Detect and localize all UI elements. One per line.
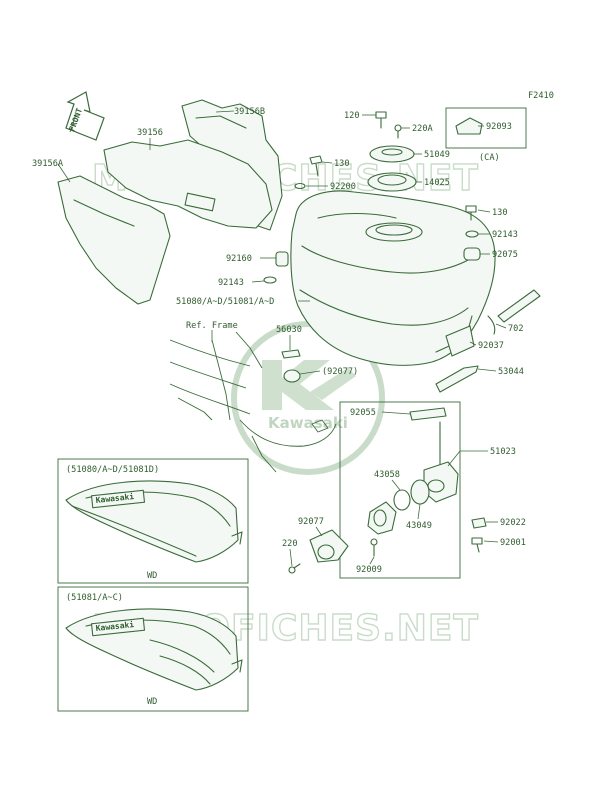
label-92009: 92009: [356, 565, 382, 575]
inset2-title: (51081/A~C): [66, 593, 123, 603]
screw-92009: [370, 538, 378, 557]
label-220: 220: [282, 539, 298, 549]
label-92055: 92055: [350, 408, 376, 418]
label-39156A: 39156A: [32, 159, 64, 169]
bolt-92001: [471, 537, 483, 553]
label-51080: 51080/A~D/51081/A~D: [176, 297, 274, 307]
bolt-130-right: [465, 205, 477, 221]
label-220A: 220A: [412, 124, 434, 134]
inset2-caption: WD: [147, 697, 157, 707]
inset1-logo: Kawasaki: [95, 491, 135, 505]
bracket-53044: [435, 365, 479, 393]
label-92075: 92075: [492, 250, 518, 260]
screw-220A: [394, 124, 402, 139]
inset2-logo: Kawasaki: [95, 619, 135, 633]
label-92001: 92001: [500, 538, 526, 548]
gasket-92055: [409, 407, 447, 421]
inset-box-1: (51080/A~D/51081D) Kawasaki WD: [57, 458, 249, 584]
label-51049: 51049: [424, 150, 450, 160]
label-51023: 51023: [490, 447, 516, 457]
label-92093: 92093: [486, 122, 512, 132]
cap-92093: [455, 117, 483, 135]
inset-box-2: (51081/A~C) Kawasaki WD: [57, 586, 249, 712]
label-92077: 92077: [298, 517, 324, 527]
damper-92075: [463, 247, 481, 261]
label-53044: 53044: [498, 367, 524, 377]
inset1-caption: WD: [147, 571, 157, 581]
label-39156: 39156: [137, 128, 163, 138]
ca-box: [445, 107, 527, 149]
label-43049: 43049: [406, 521, 432, 531]
fuel-cap-51049: [369, 145, 415, 163]
label-92077-ref: (92077): [322, 367, 358, 377]
logo-text: Kawasaki: [268, 414, 348, 432]
hose-702: [487, 289, 541, 335]
screw-220: [288, 563, 301, 574]
part-92077-ref: [283, 369, 301, 383]
o-ring-43058: [393, 489, 411, 511]
label-92200: 92200: [330, 182, 356, 192]
label-39156B: 39156B: [234, 107, 265, 117]
label-92143-left: 92143: [218, 278, 244, 288]
label-120: 120: [344, 111, 360, 121]
bolt-120: [375, 111, 387, 129]
ref-frame: [169, 331, 337, 473]
washer-92200: [294, 182, 306, 190]
clip-56030: [281, 349, 301, 359]
label-92037: 92037: [478, 341, 504, 351]
fuel-cock-box: [339, 401, 461, 579]
label-56030: 56030: [276, 325, 302, 335]
diaphragm-43049: [410, 479, 430, 505]
pad-39156: [103, 139, 273, 229]
label-92160: 92160: [226, 254, 252, 264]
front-arrow-icon: FRONT: [65, 91, 105, 141]
label-92022: 92022: [500, 518, 526, 528]
lever-cover: [367, 501, 397, 535]
label-130-right: 130: [492, 208, 508, 218]
label-130-left: 130: [334, 159, 350, 169]
pad-39156A: [57, 175, 171, 305]
figure-code: F2410: [528, 91, 554, 101]
damper-92160: [275, 251, 289, 267]
fuel-tank: [290, 190, 496, 366]
label-ca: (CA): [479, 153, 500, 163]
grommet-92143-left: [263, 276, 277, 284]
label-702: 702: [508, 324, 524, 334]
label-43058: 43058: [374, 470, 400, 480]
ref-frame-label: Ref. Frame: [186, 321, 238, 331]
nut-92022: [471, 517, 487, 529]
label-92143-right: 92143: [492, 230, 518, 240]
knob-92077: [309, 529, 349, 563]
label-14025: 14025: [424, 178, 450, 188]
inset1-title: (51080/A~D/51081D): [66, 465, 159, 475]
cap-gasket-14025: [367, 172, 417, 192]
